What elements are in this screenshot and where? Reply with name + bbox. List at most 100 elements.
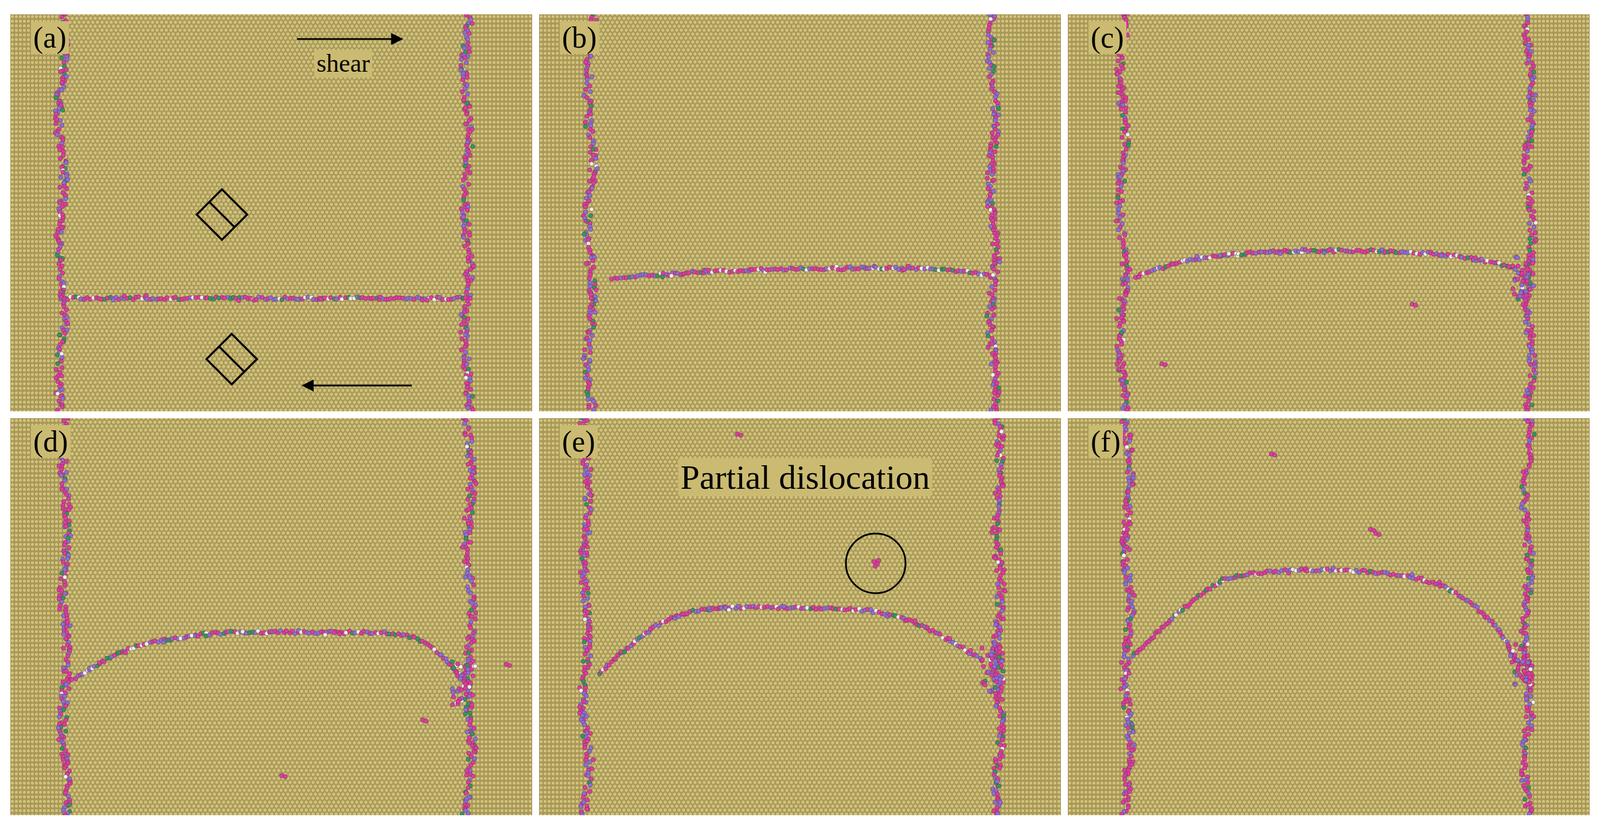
- boundary-atom: [990, 106, 995, 111]
- boundary-atom: [989, 327, 995, 333]
- boundary-atom: [463, 60, 469, 65]
- boundary-atom: [465, 91, 471, 97]
- boundary-atom: [66, 507, 72, 513]
- boundary-atom: [1121, 387, 1127, 392]
- grain-lattice: [10, 14, 62, 412]
- boundary-atom: [55, 132, 60, 138]
- boundary-atom: [463, 105, 468, 111]
- boundary-atom: [59, 14, 65, 20]
- boundary-atom: [1515, 255, 1520, 260]
- snapshot-panel: [10, 418, 533, 815]
- boundary-atom: [997, 259, 1002, 265]
- boundary-atom: [65, 177, 70, 182]
- boundary-atom: [58, 174, 64, 180]
- boundary-atom: [62, 574, 68, 580]
- boundary-atom: [588, 295, 594, 301]
- boundary-atom: [1525, 155, 1531, 160]
- boundary-atom: [1117, 295, 1122, 301]
- boundary-atom: [1123, 98, 1129, 104]
- boundary-atom: [985, 170, 990, 175]
- boundary-atom: [995, 393, 1001, 398]
- boundary-atom: [424, 298, 430, 303]
- boundary-atom: [59, 257, 64, 263]
- boundary-atom: [58, 69, 64, 74]
- boundary-atom: [1526, 207, 1532, 213]
- boundary-atom: [1123, 281, 1129, 286]
- boundary-atom: [587, 83, 592, 89]
- boundary-guide: [1135, 250, 1517, 277]
- boundary-atom: [65, 561, 70, 567]
- boundary-atom: [463, 344, 468, 350]
- boundary-atom: [985, 333, 991, 339]
- boundary-atom: [1117, 367, 1122, 372]
- snapshot-panel: [539, 14, 1061, 412]
- boundary-atom: [1530, 256, 1536, 262]
- boundary-atom: [986, 55, 992, 60]
- boundary-atom: [1473, 255, 1478, 260]
- boundary-atom: [588, 111, 593, 117]
- boundary-atom: [468, 449, 474, 455]
- boundary-atom: [588, 54, 593, 60]
- boundary-atom: [989, 361, 994, 367]
- boundary-atom: [583, 87, 589, 92]
- grain-lattice: [466, 14, 533, 412]
- boundary-atom: [990, 189, 996, 194]
- boundary-atom: [986, 74, 992, 80]
- boundary-atom: [1522, 161, 1527, 166]
- boundary-atom: [1531, 209, 1537, 214]
- boundary-atom: [63, 330, 68, 336]
- boundary-atom: [64, 681, 69, 687]
- boundary-atom: [61, 631, 66, 637]
- boundary-atom: [995, 269, 1001, 275]
- boundary-atom: [150, 295, 156, 301]
- boundary-atom: [582, 231, 587, 237]
- boundary-atom: [57, 185, 63, 190]
- boundary-atom: [1531, 271, 1536, 276]
- boundary-atom: [62, 722, 68, 727]
- boundary-atom: [466, 302, 472, 307]
- boundary-atom: [463, 432, 468, 437]
- boundary-atom: [65, 321, 71, 326]
- boundary-atom: [594, 287, 599, 292]
- boundary-atom: [1117, 235, 1122, 240]
- boundary-atom: [459, 89, 465, 95]
- boundary-atom: [466, 45, 472, 50]
- boundary-atom: [463, 338, 468, 344]
- boundary-atom: [587, 167, 593, 173]
- boundary-atom: [584, 261, 589, 267]
- boundary-atom: [60, 396, 66, 401]
- boundary-atom: [592, 278, 597, 283]
- boundary-atom: [468, 387, 474, 392]
- boundary-atom: [1534, 237, 1539, 243]
- boundary-atom: [465, 486, 471, 492]
- boundary-atom: [459, 57, 464, 62]
- boundary-atom: [53, 111, 59, 117]
- boundary-atom: [54, 117, 60, 123]
- boundary-atom: [65, 496, 71, 502]
- boundary-atom: [1510, 263, 1516, 269]
- boundary-atom: [589, 161, 595, 167]
- boundary-atom: [583, 60, 589, 65]
- boundary-atom: [1523, 261, 1529, 267]
- boundary-atom: [1121, 392, 1126, 398]
- boundary-atom: [1122, 232, 1128, 238]
- boundary-atom: [60, 404, 65, 409]
- boundary-atom: [466, 250, 472, 255]
- boundary-atom: [580, 356, 586, 361]
- boundary-atom: [591, 174, 596, 179]
- boundary-atom: [458, 67, 464, 73]
- boundary-atom: [993, 94, 998, 100]
- boundary-atom: [59, 80, 65, 85]
- boundary-atom: [989, 306, 995, 312]
- boundary-atom: [64, 624, 69, 630]
- boundary-atom: [1528, 71, 1533, 77]
- boundary-atom: [63, 523, 69, 529]
- boundary-atom: [1528, 286, 1533, 292]
- boundary-atom: [590, 333, 595, 338]
- shear-arrow: [297, 38, 403, 41]
- boundary-atom: [992, 287, 998, 293]
- boundary-atom: [470, 510, 475, 515]
- boundary-atom: [660, 274, 665, 280]
- boundary-atom: [1525, 117, 1531, 123]
